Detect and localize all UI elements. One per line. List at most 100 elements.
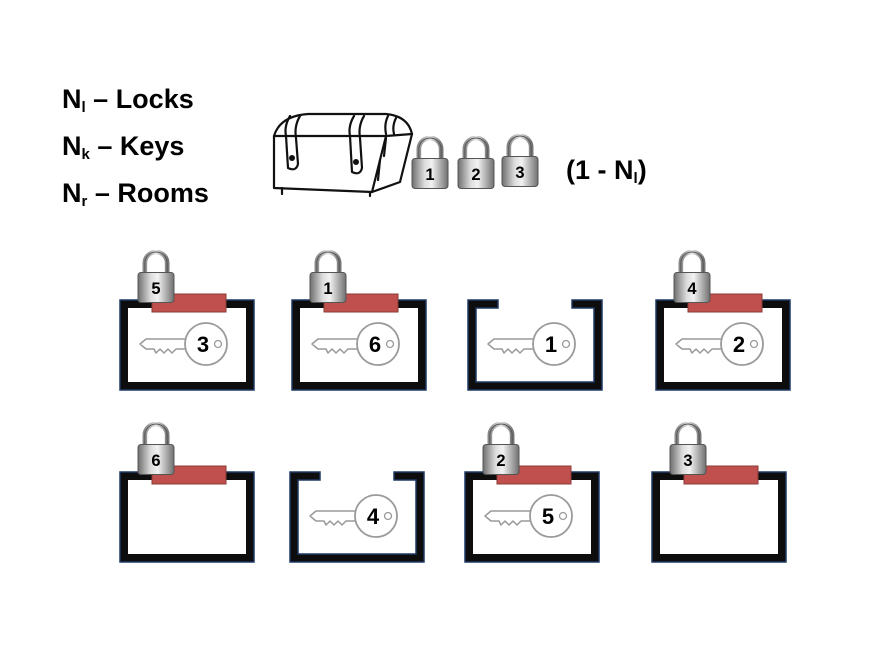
padlock-icon: 3 [669, 422, 707, 475]
room-2: 16 [291, 250, 427, 391]
key-bow [720, 322, 764, 366]
padlock-icon: 1 [309, 250, 347, 303]
key-blade [675, 338, 723, 354]
open-room-wall [467, 299, 603, 391]
lock-body [669, 444, 707, 475]
chest-lock-3-icon: 3 [501, 134, 539, 187]
legend-locks-text: – Locks [85, 84, 194, 114]
lock-number: 2 [471, 166, 480, 184]
key-hole [383, 511, 393, 521]
lock-shackle-outline [508, 135, 532, 159]
lock-shackle-outline [316, 251, 340, 275]
legend-locks: Nl – Locks [62, 80, 209, 127]
key-blade [309, 510, 357, 526]
lock-shackle-outline [144, 251, 168, 275]
room-4: 42 [655, 250, 791, 391]
key-bow [529, 494, 573, 538]
lock-number: 1 [323, 280, 332, 298]
key-hole [749, 339, 759, 349]
padlock-icon: 1 [411, 136, 449, 189]
lock-number: 2 [496, 452, 505, 470]
room-6: 4 [289, 471, 425, 563]
legend-locks-symbol: N [62, 84, 82, 114]
key-number: 3 [197, 332, 209, 357]
lock-body [673, 272, 711, 303]
key-number: 4 [367, 504, 380, 529]
room-1: 53 [119, 250, 255, 391]
lock-shackle-outline [418, 137, 442, 161]
room-interior [660, 480, 778, 554]
key-hole [561, 339, 571, 349]
lock-body [309, 272, 347, 303]
lock-number: 3 [515, 164, 524, 182]
lock-body [137, 444, 175, 475]
lock-body [501, 156, 539, 187]
key-icon: 4 [309, 494, 398, 538]
chest-lock-2-icon: 2 [457, 136, 495, 189]
key-bow [532, 322, 576, 366]
key-bow [354, 494, 398, 538]
key-blade [139, 338, 187, 354]
padlock-icon: 2 [457, 136, 495, 189]
legend-rooms: Nr – Rooms [62, 174, 209, 221]
lock-range-label: (1 - Nl) [566, 155, 647, 187]
legend-keys-subscript: k [81, 146, 90, 163]
key-blade [311, 338, 359, 354]
legend-keys-symbol: N [62, 131, 82, 161]
lock-shackle-outline [464, 137, 488, 161]
room-7: 25 [464, 422, 600, 563]
legend-rooms-subscript: r [81, 193, 88, 210]
key-icon: 2 [675, 322, 764, 366]
key-hole [385, 339, 395, 349]
lock-body [482, 444, 520, 475]
range-symbol: N [614, 155, 634, 185]
key-icon: 5 [484, 494, 573, 538]
legend: Nl – Locks Nk – Keys Nr – Rooms [62, 80, 209, 221]
room-3: 1 [467, 299, 603, 391]
legend-keys-text: – Keys [89, 131, 185, 161]
padlock-icon: 4 [673, 250, 711, 303]
key-number: 5 [542, 504, 554, 529]
lock-body [457, 158, 495, 189]
legend-locks-subscript: l [81, 99, 86, 116]
key-icon: 1 [487, 322, 576, 366]
lock-number: 5 [151, 280, 160, 298]
room-interior [128, 480, 246, 554]
key-bow [184, 322, 228, 366]
key-hole [558, 511, 568, 521]
lock-shackle-outline [680, 251, 704, 275]
padlock-icon: 2 [482, 422, 520, 475]
lock-shackle-outline [489, 423, 513, 447]
key-blade [487, 338, 535, 354]
legend-keys: Nk – Keys [62, 127, 209, 174]
legend-rooms-text: – Rooms [87, 178, 209, 208]
padlock-icon: 5 [137, 250, 175, 303]
room-8: 3 [651, 422, 787, 563]
padlock-icon: 6 [137, 422, 175, 475]
range-open: (1 - [566, 155, 615, 185]
lock-body [411, 158, 449, 189]
legend-rooms-symbol: N [62, 178, 82, 208]
treasure-chest-icon [272, 112, 414, 198]
key-hole [213, 339, 223, 349]
key-icon: 6 [311, 322, 400, 366]
key-number: 6 [369, 332, 381, 357]
chest-lock-1-icon: 1 [411, 136, 449, 189]
open-room-wall [289, 471, 425, 563]
lock-shackle-outline [676, 423, 700, 447]
range-close: ) [637, 155, 647, 185]
lock-body [137, 272, 175, 303]
lock-shackle-outline [144, 423, 168, 447]
key-blade [484, 510, 532, 526]
lock-number: 3 [683, 452, 692, 470]
key-icon: 3 [139, 322, 228, 366]
lock-number: 4 [687, 280, 697, 298]
room-5: 6 [119, 422, 255, 563]
lock-number: 1 [425, 166, 434, 184]
lock-number: 6 [151, 452, 160, 470]
key-number: 2 [733, 332, 745, 357]
key-bow [356, 322, 400, 366]
range-subscript: l [633, 170, 638, 187]
padlock-icon: 3 [501, 134, 539, 187]
key-number: 1 [545, 332, 557, 357]
